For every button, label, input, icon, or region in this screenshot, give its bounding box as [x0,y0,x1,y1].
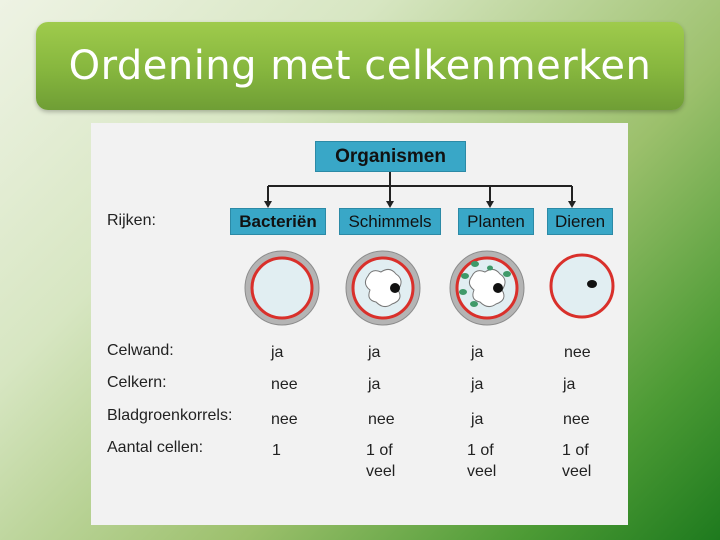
kingdom-box-dieren: Dieren [547,208,613,235]
value-bacterien-bladgroenkorrels: nee [271,411,298,428]
value-bacterien-aantal-cellen: 1 [272,442,281,459]
chloroplast [471,261,479,267]
value-planten-bladgroenkorrels: ja [471,411,484,428]
chloroplast [470,301,478,307]
row-label-aantal-cellen: Aantal cellen: [107,439,204,456]
cell-schimmel [345,250,421,326]
value-schimmels-aantal-cellen: 1 of veel [366,442,396,480]
arrow-dieren [568,201,576,208]
value-schimmels-celkern: ja [368,376,381,393]
nucleus-dot [390,283,400,293]
value-dieren-celkern: ja [563,376,576,393]
kingdom-box-schimmels: Schimmels [339,208,441,235]
diagram-panel [91,123,628,525]
row-label-celkern: Celkern: [107,374,167,391]
cell-dier [549,253,615,319]
arrow-planten [486,201,494,208]
row-label-rijken: Rijken: [107,212,156,229]
nucleus-dot [493,283,503,293]
root-box-organismen: Organismen [315,141,466,172]
kingdom-box-planten: Planten [458,208,534,235]
row-label-celwand: Celwand: [107,342,174,359]
value-schimmels-bladgroenkorrels: nee [368,411,395,428]
value-planten-aantal-cellen: 1 of veel [467,442,497,480]
vacuole-shape [468,268,506,308]
chloroplast [459,289,467,295]
kingdom-box-bacterien: Bacteriën [230,208,326,235]
cell-bacterie [244,250,320,326]
value-schimmels-celwand: ja [368,344,381,361]
value-planten-celkern: ja [471,376,484,393]
cell-plant [449,250,525,326]
value-bacterien-celwand: ja [271,344,284,361]
arrow-bacterien [264,201,272,208]
row-label-bladgroenkorrels: Bladgroenkorrels: [107,407,233,424]
slide-title: Ordening met celkenmerken [68,43,652,89]
chloroplast [503,271,511,277]
nucleus-dot [587,280,597,288]
value-dieren-bladgroenkorrels: nee [563,411,590,428]
value-planten-celwand: ja [471,344,484,361]
chloroplast [487,265,493,271]
slide-title-bar: Ordening met celkenmerken [36,22,684,110]
value-bacterien-celkern: nee [271,376,298,393]
arrow-schimmels [386,201,394,208]
vacuole-shape [364,268,402,308]
value-dieren-aantal-cellen: 1 of veel [562,442,592,480]
value-dieren-celwand: nee [564,344,591,361]
chloroplast [461,273,469,279]
